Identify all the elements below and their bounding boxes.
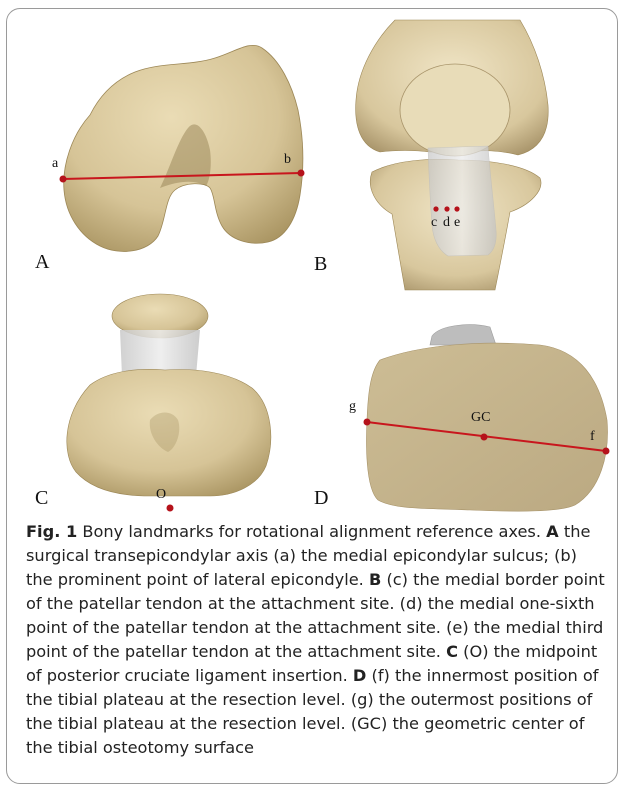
patellar-tendon (428, 146, 496, 256)
landmark-a-dot (60, 176, 67, 183)
panel-d: g GC f D (314, 325, 610, 511)
caption-label-a: A (546, 522, 559, 541)
panel-a: a b A (35, 45, 305, 273)
landmark-d-dot (444, 206, 449, 211)
figure-caption: Fig. 1 Bony landmarks for rotational ali… (26, 520, 606, 760)
panel-letter-c: C (35, 487, 48, 509)
figure-image: a b A c d e B O C g GC f D (0, 0, 629, 520)
patella-tendon-d (430, 325, 496, 345)
landmark-c-dot (433, 206, 438, 211)
landmark-f-dot (603, 448, 610, 455)
landmark-b-dot (298, 170, 305, 177)
landmark-g-label: g (349, 399, 356, 414)
caption-intro: Bony landmarks for rotational alignment … (82, 522, 541, 541)
caption-label-d: D (353, 666, 366, 685)
landmark-e-label: e (454, 215, 460, 230)
landmark-gc-label: GC (471, 410, 490, 425)
landmark-o-dot (167, 505, 174, 512)
caption-label-c: C (446, 642, 458, 661)
landmark-gc-dot (481, 434, 488, 441)
panel-b: c d e B (314, 20, 548, 290)
patella (400, 64, 510, 156)
landmark-b-label: b (284, 152, 291, 167)
landmark-c-label: c (431, 215, 437, 230)
panel-letter-d: D (314, 487, 328, 509)
panel-letter-b: B (314, 253, 327, 275)
panel-letter-a: A (35, 251, 50, 273)
landmark-g-dot (364, 419, 371, 426)
landmark-f-label: f (590, 429, 595, 444)
figure-label: Fig. 1 (26, 522, 77, 541)
caption-label-b: B (369, 570, 381, 589)
landmark-a-label: a (52, 156, 59, 171)
landmark-o-label: O (156, 487, 166, 502)
patellar-tendon-c (120, 330, 200, 376)
panel-c: O C (35, 294, 271, 512)
landmark-e-dot (454, 206, 459, 211)
landmark-d-label: d (443, 215, 450, 230)
